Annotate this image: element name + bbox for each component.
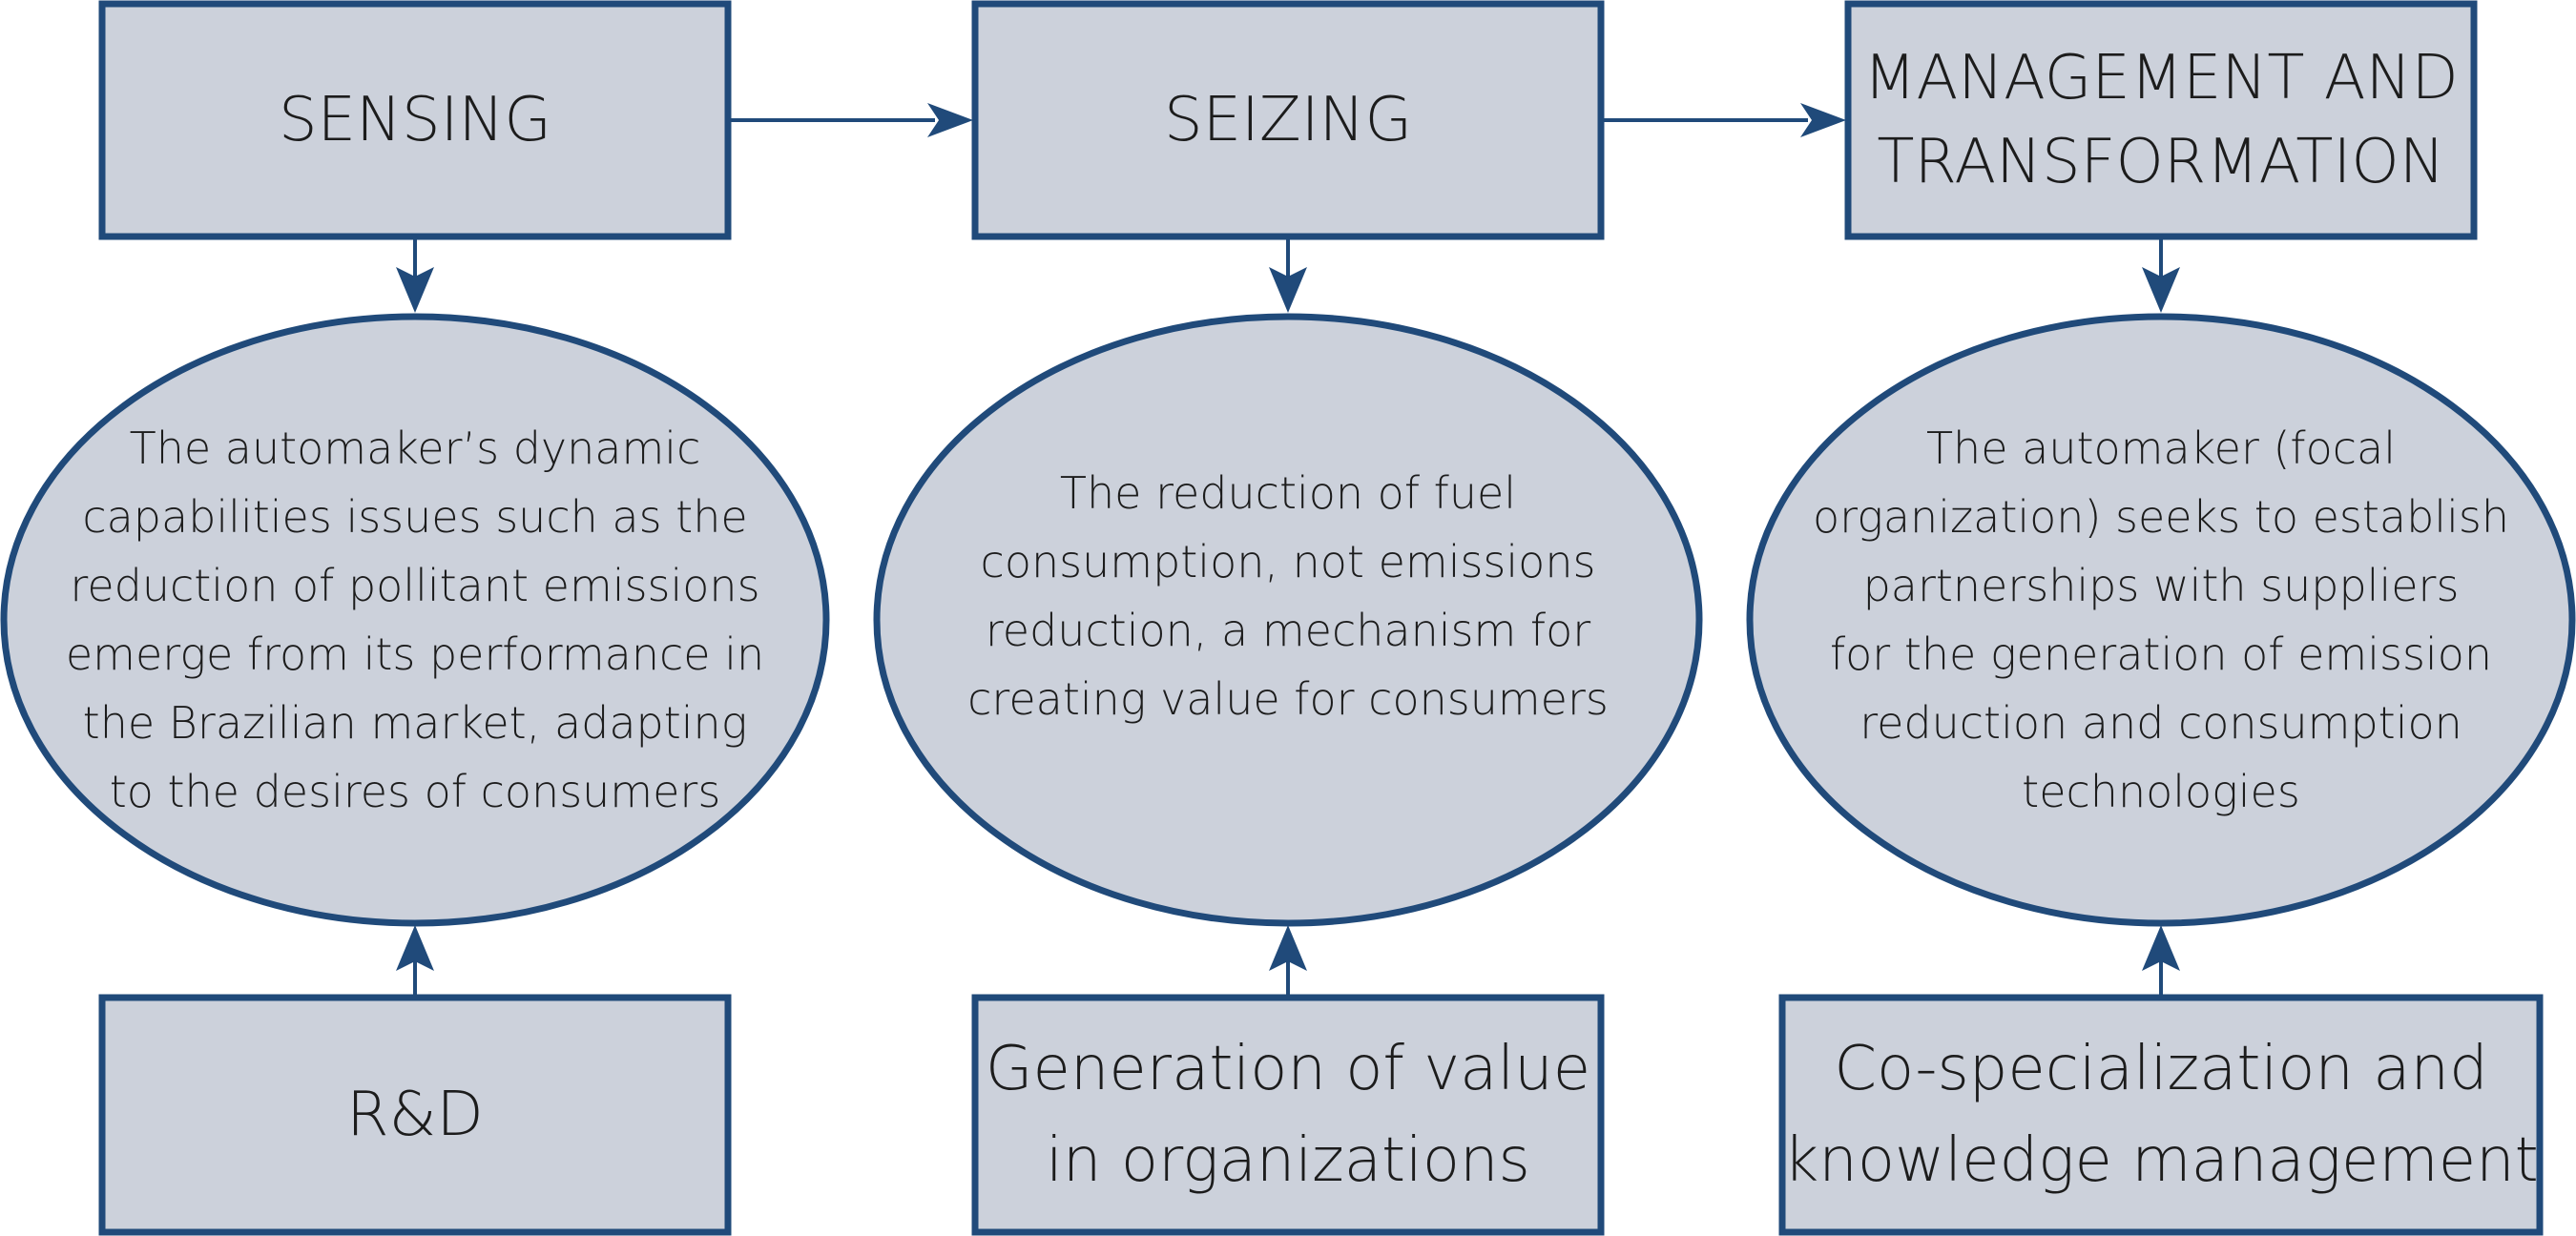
cospecialization-up-arrowhead <box>2142 925 2180 971</box>
value-generation-label: Generation of value in organizations <box>985 1034 1591 1196</box>
rd-label: R&D <box>346 1080 484 1150</box>
management-transformation-title: MANAGEMENT AND TRANSFORMATION <box>1863 43 2459 197</box>
management-transformation-box <box>1844 0 2478 240</box>
sensing-to-seizing-arrowhead <box>927 103 973 137</box>
sensing-ellipse <box>0 313 830 927</box>
management-description: The automaker (focal organization) seeks… <box>1813 422 2509 817</box>
seizing-down-arrowhead <box>1269 267 1307 313</box>
seizing-to-management-arrowhead <box>1800 103 1846 137</box>
management-ellipse <box>1746 313 2576 927</box>
sensing-description: The automaker’s dynamic capabilities iss… <box>65 422 765 817</box>
rd-up-arrowhead <box>396 925 434 971</box>
sensing-down-arrowhead <box>396 267 434 313</box>
seizing-title: SEIZING <box>1163 85 1413 155</box>
sensing-title: SENSING <box>279 85 551 155</box>
seizing-box <box>971 0 1605 240</box>
cospecialization-label: Co-specialization and knowledge manageme… <box>1783 1034 2539 1196</box>
seizing-description: The reduction of fuel consumption, not e… <box>967 467 1609 725</box>
value-generation-box <box>971 994 1605 1236</box>
value-up-arrowhead <box>1269 925 1307 971</box>
cospecialization-box <box>1778 994 2544 1236</box>
seizing-ellipse <box>873 313 1703 927</box>
management-down-arrowhead <box>2142 267 2180 313</box>
sensing-box <box>98 0 732 240</box>
rd-box <box>98 994 732 1236</box>
